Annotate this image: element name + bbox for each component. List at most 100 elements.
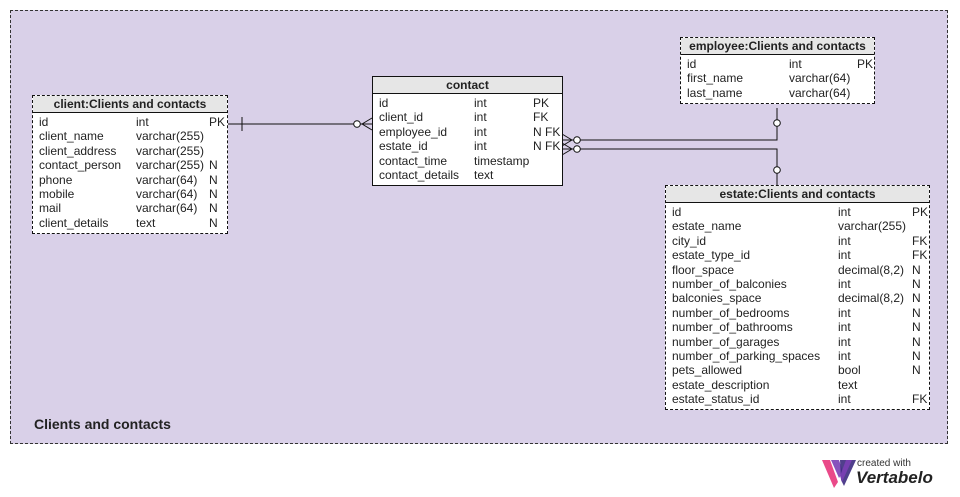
- column-name: phone: [39, 172, 73, 187]
- column-type: int: [838, 276, 851, 291]
- column-name: number_of_bedrooms: [672, 305, 790, 320]
- table-employee-title: employee:Clients and contacts: [681, 38, 874, 55]
- column-type: bool: [838, 363, 861, 378]
- column-flags: PK: [912, 205, 929, 219]
- column-flags: N: [912, 291, 921, 306]
- column-type: int: [838, 248, 851, 263]
- column-name: number_of_balconies: [672, 276, 787, 291]
- column-flags: N: [209, 215, 218, 230]
- column-flags: FK: [912, 248, 928, 263]
- column-name: number_of_parking_spaces: [672, 348, 821, 363]
- column-name: id: [687, 57, 697, 71]
- logo-vertabelo: Vertabelo: [856, 468, 933, 487]
- column-name: balconies_space: [672, 291, 762, 306]
- column-name: contact_details: [379, 167, 460, 182]
- column-type: text: [474, 167, 494, 182]
- column-name: city_id: [672, 233, 707, 248]
- column-name: pets_allowed: [672, 363, 743, 378]
- column-name: floor_space: [672, 262, 735, 277]
- column-name: last_name: [687, 85, 743, 100]
- column-type: int: [838, 334, 851, 349]
- column-type: int: [838, 320, 851, 335]
- column-flags: N: [209, 186, 218, 201]
- column-name: client_address: [39, 143, 117, 158]
- column-type: int: [474, 124, 487, 139]
- column-flags: N: [912, 334, 921, 349]
- column-row[interactable]: number_of_balconies int N: [666, 277, 929, 291]
- column-row[interactable]: client_address varchar(255): [33, 144, 227, 158]
- column-flags: N: [912, 305, 921, 320]
- column-flags: PK: [857, 57, 874, 71]
- column-row[interactable]: id int PK: [666, 205, 929, 219]
- column-flags: N FK: [533, 139, 561, 154]
- column-name: client_name: [39, 129, 104, 144]
- column-type: varchar(255): [136, 143, 205, 158]
- column-type: timestamp: [474, 153, 530, 168]
- column-type: int: [474, 96, 487, 110]
- column-flags: FK: [912, 392, 928, 407]
- column-flags: N: [912, 276, 921, 291]
- column-type: varchar(64): [789, 71, 851, 86]
- column-row[interactable]: employee_id int N FK: [373, 125, 562, 139]
- column-row[interactable]: mail varchar(64) N: [33, 201, 227, 215]
- column-row[interactable]: contact_details text: [373, 168, 562, 182]
- column-row[interactable]: city_id int FK: [666, 234, 929, 248]
- column-type: varchar(64): [136, 172, 198, 187]
- column-flags: FK: [912, 233, 928, 248]
- column-type: text: [136, 215, 156, 230]
- column-type: varchar(64): [136, 201, 198, 216]
- column-flags: N: [912, 262, 921, 277]
- column-flags: N: [209, 201, 218, 216]
- column-name: mail: [39, 201, 62, 216]
- column-name: client_details: [39, 215, 109, 230]
- logo-shape: [831, 460, 843, 478]
- column-type: text: [838, 377, 858, 392]
- column-flags: N: [912, 320, 921, 335]
- column-name: first_name: [687, 71, 744, 86]
- column-type: int: [838, 205, 851, 219]
- column-row[interactable]: pets_allowed bool N: [666, 363, 929, 377]
- column-type: int: [474, 110, 487, 125]
- column-flags: N FK: [533, 124, 561, 139]
- column-name: employee_id: [379, 124, 448, 139]
- column-type: int: [838, 233, 851, 248]
- column-flags: FK: [533, 110, 549, 125]
- column-row[interactable]: client_details text N: [33, 216, 227, 230]
- column-row[interactable]: first_name varchar(64): [681, 71, 874, 85]
- column-name: id: [672, 205, 682, 219]
- column-row[interactable]: contact_time timestamp: [373, 154, 562, 168]
- column-name: contact_time: [379, 153, 448, 168]
- column-type: varchar(255): [136, 158, 205, 173]
- column-type: varchar(64): [136, 186, 198, 201]
- column-flags: PK: [209, 115, 226, 129]
- subject-area-label: Clients and contacts: [34, 416, 171, 432]
- column-name: estate_status_id: [672, 392, 760, 407]
- table-client-title: client:Clients and contacts: [33, 96, 227, 113]
- table-estate-title: estate:Clients and contacts: [666, 186, 929, 203]
- column-flags: N: [912, 363, 921, 378]
